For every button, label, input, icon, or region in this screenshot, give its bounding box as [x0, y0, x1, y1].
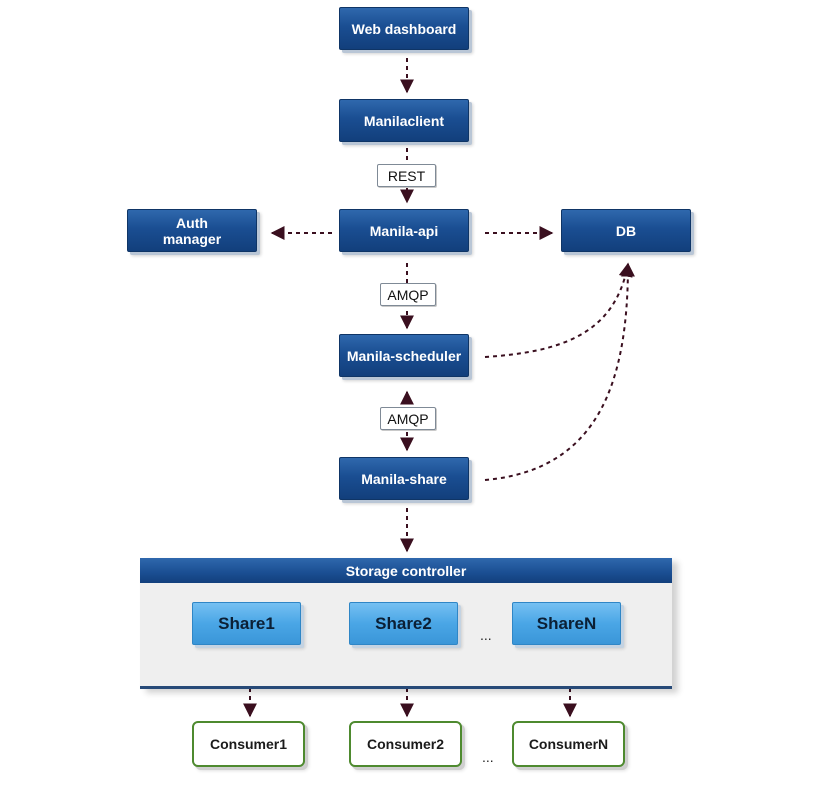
- auth-manager-node[interactable]: Auth manager: [127, 209, 257, 252]
- edge-share-to-db: [484, 262, 635, 481]
- rest-label: REST: [377, 164, 436, 187]
- share1-label: Share1: [218, 613, 275, 633]
- consumers-ellipsis: ...: [482, 749, 494, 765]
- manilaclient-label: Manilaclient: [363, 112, 445, 129]
- share2-node[interactable]: Share2: [349, 602, 458, 645]
- consumern-node[interactable]: ConsumerN: [512, 721, 625, 767]
- manila-scheduler-label: Manila-scheduler: [346, 347, 462, 364]
- sharen-label: ShareN: [536, 613, 597, 633]
- web-dashboard-label: Web dashboard: [351, 20, 457, 37]
- manila-api-label: Manila-api: [369, 222, 439, 239]
- share1-node[interactable]: Share1: [192, 602, 301, 645]
- manilaclient-node[interactable]: Manilaclient: [339, 99, 469, 142]
- manila-api-node[interactable]: Manila-api: [339, 209, 469, 252]
- manila-share-label: Manila-share: [361, 470, 447, 487]
- sharen-node[interactable]: ShareN: [512, 602, 621, 645]
- auth-manager-label: Auth manager: [162, 214, 222, 247]
- consumer1-label: Consumer1: [209, 736, 288, 752]
- amqp-label-1-text: AMQP: [387, 286, 429, 303]
- amqp-label-2: AMQP: [380, 407, 436, 430]
- storage-controller-title: Storage controller: [345, 562, 467, 579]
- manila-scheduler-node[interactable]: Manila-scheduler: [339, 334, 469, 377]
- shares-ellipsis: ...: [480, 627, 492, 643]
- web-dashboard-node[interactable]: Web dashboard: [339, 7, 469, 50]
- consumer2-node[interactable]: Consumer2: [349, 721, 462, 767]
- db-label: DB: [615, 222, 637, 239]
- consumer2-label: Consumer2: [366, 736, 445, 752]
- rest-label-text: REST: [387, 167, 426, 184]
- amqp-label-2-text: AMQP: [387, 410, 429, 427]
- share2-label: Share2: [375, 613, 432, 633]
- edge-scheduler-to-db: [484, 262, 633, 358]
- consumer1-node[interactable]: Consumer1: [192, 721, 305, 767]
- amqp-label-1: AMQP: [380, 283, 436, 306]
- db-node[interactable]: DB: [561, 209, 691, 252]
- manila-share-node[interactable]: Manila-share: [339, 457, 469, 500]
- consumern-label: ConsumerN: [528, 736, 609, 752]
- storage-controller-header: Storage controller: [140, 558, 672, 583]
